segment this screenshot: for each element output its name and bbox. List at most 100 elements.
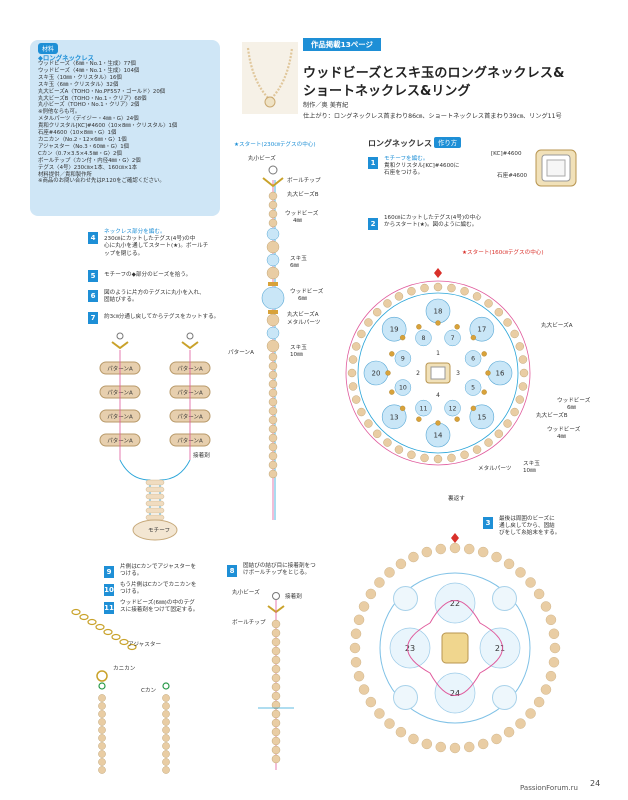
wood-bead: [98, 702, 106, 710]
step-text: 160㎝にカットしたテグス(4号)の中心 からスタート(★)。図のように編む。: [384, 215, 481, 229]
wood-bead: [349, 642, 361, 654]
wood-bead: [472, 445, 482, 454]
wood-bead: [503, 419, 512, 428]
wood-bead: [515, 342, 524, 351]
gold-bead: [416, 416, 422, 422]
motif-edge: [132, 519, 178, 541]
crystal-stone-illustration: [535, 149, 577, 187]
label-ckan: Cカン: [141, 688, 157, 694]
motif-number: 5: [471, 385, 475, 392]
wood-bead: [525, 577, 536, 588]
step-line: けボールチップをとじる。: [243, 570, 311, 577]
wood-bead: [162, 726, 170, 734]
motif-number: 12: [449, 405, 457, 412]
wood-bead-4mm: [268, 397, 278, 407]
wood-bead-4mm: [268, 469, 278, 479]
glass-bead-10mm: [469, 404, 495, 430]
gold-bead: [385, 370, 391, 376]
label-text: ウッドビーズ: [547, 427, 581, 433]
wood-bead: [503, 558, 515, 570]
wood-bead: [372, 307, 382, 317]
gold-bead: [435, 320, 441, 326]
diamond-marker: [434, 268, 442, 278]
wood-bead: [484, 438, 493, 447]
wood-bead: [271, 727, 281, 737]
wood-bead: [491, 551, 502, 563]
wood-bead: [435, 741, 446, 753]
glass-bead-6mm: [415, 329, 432, 347]
material-item: アジャスター〈No.3・60㎜・G〉1個: [38, 143, 130, 150]
label-ball-chip-2: ボールチップ: [232, 620, 266, 626]
thread-path: [407, 600, 503, 696]
step-text: もう片側はCカンでカニカンを つける。: [120, 582, 196, 596]
label-start-230: ★スタート(230㎝テグスの中心): [234, 142, 316, 148]
material-item: メタルパーツ〈デイジー・4㎜・G〉24個: [38, 116, 139, 123]
ball-chip: [111, 341, 129, 350]
wood-bead: [383, 299, 392, 308]
motif-number: 14: [434, 432, 443, 440]
gold-bead: [416, 324, 422, 330]
wood-bead: [460, 287, 469, 296]
label-maru-sho: 丸小ビーズ: [248, 156, 276, 162]
step-line: 石座をつける。: [384, 170, 424, 177]
wood-bead: [352, 342, 361, 351]
label-adhesive-2: 接着剤: [285, 594, 302, 600]
necklace-photo: [242, 42, 298, 114]
wood-bead: [548, 628, 560, 639]
motif-number: 22: [450, 599, 460, 608]
step-line: モチーフを編む。: [384, 156, 429, 162]
wood-bead-4mm: [268, 191, 278, 201]
wood-bead: [407, 450, 416, 459]
page-title-line2: ショートネックレス&リング: [303, 84, 471, 99]
crystal-stone: [430, 366, 446, 380]
wood-bead: [271, 619, 281, 629]
label-maru-dai-b: 丸大ビーズB: [536, 413, 568, 419]
label-text: ウッドビーズ: [290, 289, 324, 295]
small-bead: [268, 165, 278, 175]
step-number: 10: [104, 584, 114, 596]
wood-bead: [271, 736, 281, 746]
motif-number: 21: [495, 644, 505, 653]
materials-panel: 材料 ◆ロングネックレス ウッドビーズ〈6㎜・No.1・生成〉77個 ウッドビー…: [30, 40, 220, 216]
motif-number: 8: [421, 335, 425, 342]
motif-number: 1: [436, 350, 440, 357]
step-number: 4: [88, 232, 98, 244]
wood-bead: [162, 694, 170, 702]
material-item: 貴和クリスタル[KC]#4600〈10×8㎜・クリスタル〉1個: [38, 123, 178, 130]
wood-bead-6mm: [266, 266, 280, 280]
motif-number: 23: [405, 644, 415, 653]
wood-bead: [162, 750, 170, 758]
wood-bead: [271, 709, 281, 719]
gold-bead: [470, 405, 477, 412]
wood-bead: [449, 542, 461, 554]
step-text: 固結びの結び目に接着剤をつ けボールチップをとじる。: [243, 563, 316, 577]
label-flip: 裏返す: [448, 496, 465, 502]
step-line: 片側はCカンでアジャスターを: [120, 564, 197, 570]
wood-bead: [420, 453, 429, 463]
wood-bead: [162, 702, 170, 710]
wood-bead: [503, 318, 512, 327]
wood-bead: [421, 738, 433, 750]
material-item: ウッドビーズ〈4㎜・No.1・生成〉104個: [38, 67, 140, 74]
wood-bead: [145, 486, 165, 493]
wood-bead: [515, 395, 524, 404]
glass-bead-10mm: [491, 684, 517, 710]
motif-number: 16: [496, 370, 505, 378]
material-item: ボールチップ〈カン付・内径4㎜・G〉2個: [38, 157, 141, 164]
step-line: スに接着剤をつけて固定する。: [120, 607, 199, 614]
wood-bead: [540, 601, 552, 612]
label-pattern-a: パターンA: [228, 350, 254, 356]
chain-link: [103, 628, 113, 636]
gold-bead: [481, 389, 487, 395]
motif-number: 7: [451, 335, 455, 342]
glass-bead-6mm: [394, 350, 412, 367]
wood-bead: [271, 673, 281, 683]
step-line: つける。: [120, 589, 143, 596]
step-text: 図のように片方のテグスに丸小を入れ、 固結びする。: [104, 290, 205, 304]
glass-bead-10mm: [381, 316, 407, 342]
step-line: 貴和クリスタル[KC]#4600に: [384, 163, 460, 170]
